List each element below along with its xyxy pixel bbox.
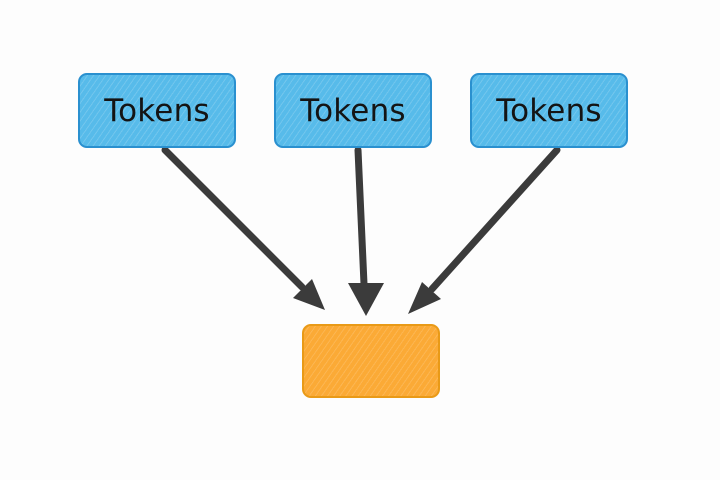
arrow-left bbox=[161, 146, 325, 310]
tokens-box-3-label: Tokens bbox=[496, 92, 602, 129]
tokens-box-3: Tokens bbox=[470, 73, 628, 148]
tokens-box-1: Tokens bbox=[78, 73, 236, 148]
arrow-right bbox=[408, 146, 561, 314]
target-box bbox=[302, 324, 440, 398]
arrow-middle bbox=[348, 146, 384, 316]
tokens-box-2-label: Tokens bbox=[300, 92, 406, 129]
tokens-box-2: Tokens bbox=[274, 73, 432, 148]
tokens-box-1-label: Tokens bbox=[104, 92, 210, 129]
